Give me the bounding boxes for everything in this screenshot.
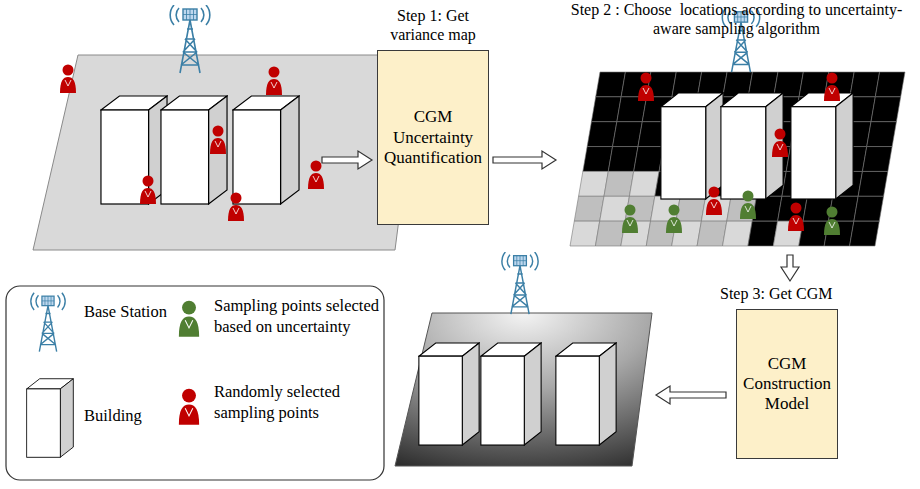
sampling-point: [308, 161, 324, 190]
base-station: [170, 5, 210, 73]
grid-cell: [634, 147, 664, 172]
legend-label: Randomly selected sampling points: [214, 382, 380, 423]
building: [419, 343, 479, 445]
box-label: CGM Uncertainty Quantification: [384, 107, 482, 168]
map-icon: [824, 207, 840, 236]
legend-icon: [179, 389, 199, 425]
map-icon: [772, 129, 788, 158]
map-icon: [791, 93, 853, 199]
flow-arrow: [322, 151, 372, 169]
legend-label: Base Station: [84, 302, 174, 323]
grid-cell: [676, 196, 706, 221]
legend-label: Building: [84, 406, 174, 427]
step-heading: Step 1: Get variance map: [377, 6, 489, 44]
grid-cell: [595, 221, 625, 246]
grid-cell: [723, 221, 753, 246]
map-icon: [788, 203, 804, 232]
grid-cell: [613, 122, 643, 147]
grid-cell: [871, 97, 901, 122]
building: [233, 96, 299, 204]
grid-cell: [608, 147, 638, 172]
map-icon: [740, 191, 756, 220]
building: [101, 96, 167, 204]
grid-cell: [697, 221, 727, 246]
sampling-point: [60, 65, 76, 94]
map-outline: [558, 0, 915, 252]
flow-arrow: [781, 255, 799, 281]
legend-icon: [27, 379, 74, 458]
grid-cell: [596, 72, 626, 97]
sampling-point: [266, 67, 282, 96]
grid-cell: [850, 221, 880, 246]
grid-cell: [574, 196, 604, 221]
process-box: Step 3: Get CGM CGM Construction Model: [720, 284, 895, 459]
sampling-map: Step 2 : Choose locations according to u…: [558, 0, 915, 252]
sampling-point: [140, 176, 156, 205]
legend-icon: [31, 293, 65, 352]
grid-cell: [748, 221, 778, 246]
grid-cell: [579, 171, 609, 196]
flow-arrow: [656, 386, 726, 404]
grid-cell: [591, 97, 621, 122]
sampling-point: [228, 193, 244, 222]
grid-cell: [587, 122, 617, 147]
grid-cell: [858, 171, 888, 196]
base-station: [502, 252, 538, 314]
grid-cell: [583, 147, 613, 172]
grid-cell: [850, 72, 880, 97]
box-label: CGM Construction Model: [743, 354, 831, 415]
grid-cell: [875, 72, 905, 97]
process-box: CGM Uncertainty Quantification: [377, 50, 489, 225]
flow-arrow: [493, 151, 556, 169]
grid-cell: [867, 122, 897, 147]
process-box: CGM Construction Model: [736, 309, 838, 459]
map-icon: [824, 73, 840, 102]
step-heading: Step 3: Get CGM: [720, 284, 895, 303]
step-heading: Step 2 : Choose locations according to u…: [558, 0, 915, 38]
legend-icon: [179, 301, 199, 337]
map-icon: [666, 205, 682, 234]
scene-ground: [33, 55, 420, 250]
cgm-map: [395, 313, 652, 466]
grid-cell: [629, 171, 659, 196]
map-icon: [661, 93, 723, 199]
grid-cell: [854, 196, 884, 221]
legend-label: Sampling points selected based on uncert…: [214, 296, 380, 337]
grid-cell: [570, 221, 600, 246]
grid-cell: [862, 147, 892, 172]
sampling-point: [210, 126, 226, 155]
map-icon: [638, 73, 654, 102]
building: [481, 343, 541, 445]
map-icon: [622, 205, 638, 234]
legend-frame: [6, 286, 384, 480]
process-box: Step 1: Get variance mapCGM Uncertainty …: [377, 6, 489, 225]
grid-cell: [604, 171, 634, 196]
building: [161, 96, 227, 204]
grid-cell: [752, 196, 782, 221]
building: [556, 343, 616, 445]
map-icon: [706, 187, 722, 216]
